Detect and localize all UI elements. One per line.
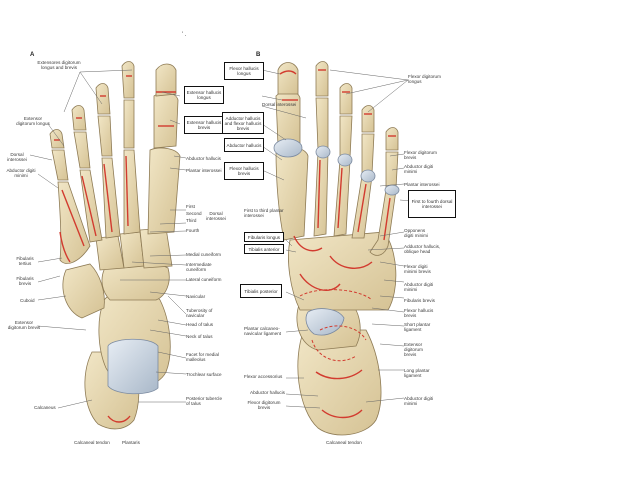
label-flexor-digitorum-brevis-bottom: Flexor digitorum brevis bbox=[247, 400, 281, 410]
label-dorsal-interossei-group: Dorsal interossei bbox=[206, 211, 226, 221]
label-abductor-digiti-minimi: Abductor digiti minimi bbox=[6, 168, 36, 178]
mt3 bbox=[101, 157, 121, 239]
toe2-prox bbox=[123, 99, 135, 149]
box-flexor-hallucis-longus: Flexor hallucis longus bbox=[224, 62, 264, 80]
right-ligament-outlines bbox=[299, 289, 373, 362]
box-adductor-flexor-hallucis-brevis: Adductor hallucis and flexor hallucis br… bbox=[222, 112, 264, 134]
calcaneus-right bbox=[297, 329, 382, 436]
right-joint-surfaces bbox=[273, 138, 400, 336]
toe2-prox-r bbox=[315, 97, 329, 151]
label-opponens: Opponens digiti minimi bbox=[404, 228, 428, 238]
hallux-prox bbox=[153, 92, 179, 149]
panel-b-label: B bbox=[256, 52, 261, 58]
box-first-to-fourth-dorsal: First to fourth dorsal interossei bbox=[408, 190, 456, 218]
label-flexor-dig-longus: Flexor digitorum longus bbox=[408, 74, 441, 84]
trochlear-surface-left bbox=[107, 338, 159, 395]
label-abductor-hallucis-left: Abductor hallucis bbox=[186, 156, 221, 161]
mt1-r bbox=[275, 146, 309, 241]
label-plantar-interossei-right: Plantar interossei bbox=[404, 182, 440, 187]
toe3-dist-r bbox=[339, 83, 353, 115]
label-dorsal-interossei-right: Dorsal interossei bbox=[262, 102, 297, 107]
label-flexor-accessorius: Flexor accessorius bbox=[244, 374, 283, 379]
toe4-prox bbox=[73, 131, 91, 169]
label-abductor-digiti-minimi-2: Abductor digiti minimi bbox=[404, 282, 434, 292]
toe5-dist bbox=[49, 129, 65, 149]
label-ext-dig-long-brevis: Extensores digitorum longus and brevis bbox=[37, 60, 81, 70]
label-calcaneal-tendon: Calcaneal tendon bbox=[74, 440, 110, 445]
label-long-plantar: Long plantar ligament bbox=[404, 368, 430, 378]
label-abductor-hallucis-right: Abductor hallucis bbox=[250, 390, 285, 395]
toe3-dist bbox=[95, 83, 111, 115]
label-tuberosity-navicular: Tuberosity of navicular bbox=[186, 308, 213, 318]
label-plantar-interossei-left: Plantar interossei bbox=[186, 168, 222, 173]
label-navicular: Navicular bbox=[186, 294, 206, 299]
mt5 bbox=[57, 181, 91, 264]
label-plantar-calcaneonavicular: Plantar calcaneo-navicular ligament bbox=[244, 326, 282, 336]
toe3-prox bbox=[97, 115, 113, 157]
label-flexor-dig-brevis: Flexor digitorum brevis bbox=[404, 150, 437, 160]
label-trochlear-surface: Trochlear surface bbox=[186, 372, 222, 377]
label-abductor-digiti-minimi-3: Abductor digiti minimi bbox=[404, 396, 434, 406]
toe2-dist bbox=[121, 61, 135, 99]
cuneiform-med bbox=[139, 227, 173, 269]
toe4-dist-r bbox=[361, 105, 375, 133]
hallux-dist bbox=[155, 63, 177, 97]
box-abductor-hallucis: Abductor hallucis bbox=[224, 138, 264, 152]
label-head-talus: Head of talus bbox=[186, 322, 214, 327]
label-plantaris: Plantaris bbox=[122, 440, 140, 445]
toe4-prox-r bbox=[361, 133, 375, 175]
box-tibialis-anterior: Tibialis anterior bbox=[244, 244, 284, 254]
label-facet-medial-malleolus: Facet for medial malleolus bbox=[186, 352, 219, 362]
mt2-r bbox=[313, 151, 329, 237]
label-first: First bbox=[186, 204, 195, 209]
label-flexor-hallucis-brevis-right: Flexor hallucis brevis bbox=[404, 308, 434, 318]
label-fibularis-tertius: Fibularis tertius bbox=[16, 256, 34, 266]
toe3-prox-r bbox=[339, 115, 353, 159]
box-fibularis-longus: Fibularis longus bbox=[244, 232, 284, 242]
leader-lines bbox=[29, 69, 451, 409]
label-flexor-digiti-minimi-brevis: Flexor digiti minimi brevis bbox=[404, 264, 431, 274]
box-flexor-hallucis-brevis: Flexor hallucis brevis bbox=[224, 162, 264, 180]
panel-a-label: A bbox=[30, 52, 35, 58]
label-ext-dig-longus: Extensor digitorum longus bbox=[16, 116, 50, 126]
label-short-plantar: Short plantar ligament bbox=[404, 322, 431, 332]
label-calcaneal-tendon-right: Calcaneal tendon bbox=[326, 440, 362, 445]
label-third: Third bbox=[186, 218, 197, 223]
label-posterior-tubercle: Posterior tubercle of talus bbox=[186, 396, 223, 406]
label-calcaneus: Calcaneus bbox=[34, 405, 56, 410]
top-mark: ' . bbox=[182, 32, 187, 38]
toe2-dist-r bbox=[315, 61, 329, 97]
label-ext-dig-brevis-right: Extensor digitorum brevis bbox=[404, 342, 423, 357]
hallux-prox-r bbox=[275, 90, 301, 147]
label-cuboid: Cuboid bbox=[20, 298, 35, 303]
label-fourth: Fourth bbox=[186, 228, 200, 233]
label-intermediate-cuneiform: Intermediate cuneiform bbox=[186, 262, 212, 272]
hallux-dist-r bbox=[277, 62, 299, 95]
right-attachments bbox=[279, 69, 396, 419]
left-attachments bbox=[54, 75, 176, 423]
box-ext-hallucis-longus: Extensor hallucis longus bbox=[184, 86, 224, 104]
box-ext-hallucis-brevis: Extensor hallucis brevis bbox=[184, 116, 224, 134]
label-fibularis-brevis: Fibularis brevis bbox=[16, 276, 34, 286]
label-first-third-plantar: First to third plantar interossei bbox=[244, 208, 284, 218]
label-fibularis-brevis-right: Fibularis brevis bbox=[404, 298, 435, 303]
box-tibialis-posterior: Tibialis posterior bbox=[240, 284, 282, 298]
cuneiform-left bbox=[95, 235, 125, 271]
label-ext-dig-brevis: Extensor digitorum brevis bbox=[7, 320, 41, 330]
label-medial-cuneiform: Medial cuneiform bbox=[186, 252, 221, 257]
label-dorsal-interossei: Dorsal interossei bbox=[7, 152, 27, 162]
mt1 bbox=[147, 147, 181, 235]
label-lateral-cuneiform: Lateral cuneiform bbox=[186, 277, 222, 282]
toe5-prox bbox=[51, 149, 69, 181]
mt5-r bbox=[369, 189, 397, 256]
cuboid-left bbox=[62, 263, 105, 319]
label-adductor-oblique: Adductor hallucis, oblique head bbox=[404, 244, 441, 254]
label-second: Second bbox=[186, 211, 202, 216]
label-neck-talus: Neck of talus bbox=[186, 334, 213, 339]
left-foot-dorsal bbox=[49, 61, 181, 430]
toe5-dist-r bbox=[385, 127, 399, 151]
label-abductor-digiti-minimi-right: Abductor digiti minimi bbox=[404, 164, 434, 174]
